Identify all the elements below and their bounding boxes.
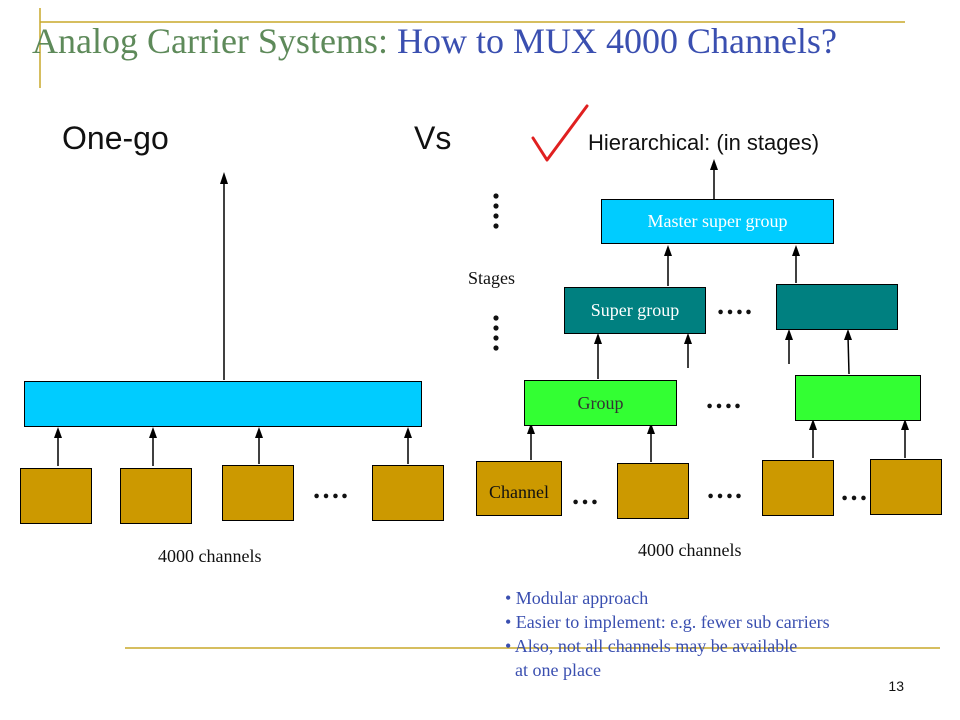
- hierarchical-heading: Hierarchical: (in stages): [588, 130, 820, 155]
- one-go-mux-bar: [24, 381, 422, 427]
- group-box: Group: [524, 380, 677, 426]
- one-go-channels-label: 4000 channels: [158, 546, 262, 566]
- bullet-item: • Modular approach: [505, 588, 649, 608]
- benefits-list: • Modular approach • Easier to implement…: [505, 586, 830, 682]
- one-go-channel-box: [20, 468, 92, 524]
- one-go-channel-box: [222, 465, 294, 521]
- stages-vertical-dots: [493, 193, 499, 351]
- super-group-ellipsis: ….: [716, 290, 753, 321]
- channel-ellipsis-short: …: [571, 480, 600, 511]
- master-super-group-box: Master super group: [601, 199, 834, 244]
- bullet-item: • Easier to implement: e.g. fewer sub ca…: [505, 612, 830, 632]
- group-ellipsis: ….: [705, 384, 742, 415]
- one-go-heading: One-go: [62, 120, 169, 156]
- master-super-group-label: Master super group: [647, 211, 788, 231]
- title-part-2: How to MUX 4000 Channels?: [396, 21, 837, 61]
- channel-box: [762, 460, 834, 516]
- channel-box: [870, 459, 942, 515]
- stages-label: Stages: [468, 268, 515, 288]
- channel-ellipsis-short: …: [840, 476, 869, 507]
- vs-label: Vs: [414, 120, 452, 156]
- bullet-item-continuation: at one place: [515, 660, 601, 680]
- group-to-super-arrow: [847, 335, 850, 375]
- super-group-box: [776, 284, 898, 330]
- super-group-box: Super group: [564, 287, 706, 334]
- bullet-item: • Also, not all channels may be availabl…: [505, 636, 798, 656]
- super-group-label: Super group: [590, 300, 680, 320]
- check-mark-icon: [531, 104, 589, 162]
- channel-box: Channel: [476, 461, 562, 516]
- hierarchical-channels-label: 4000 channels: [638, 540, 742, 560]
- one-go-ellipsis: ….: [312, 474, 349, 505]
- channel-label: Channel: [489, 482, 549, 502]
- one-go-channel-box: [372, 465, 444, 521]
- channel-box: [617, 463, 689, 519]
- one-go-channel-box: [120, 468, 192, 524]
- channel-ellipsis-long: ….: [706, 474, 743, 505]
- group-box: [795, 375, 921, 421]
- group-label: Group: [577, 392, 624, 413]
- slide-title: Analog Carrier Systems: How to MUX 4000 …: [32, 20, 837, 62]
- title-part-1: Analog Carrier Systems:: [32, 21, 388, 61]
- page-number: 13: [888, 678, 904, 694]
